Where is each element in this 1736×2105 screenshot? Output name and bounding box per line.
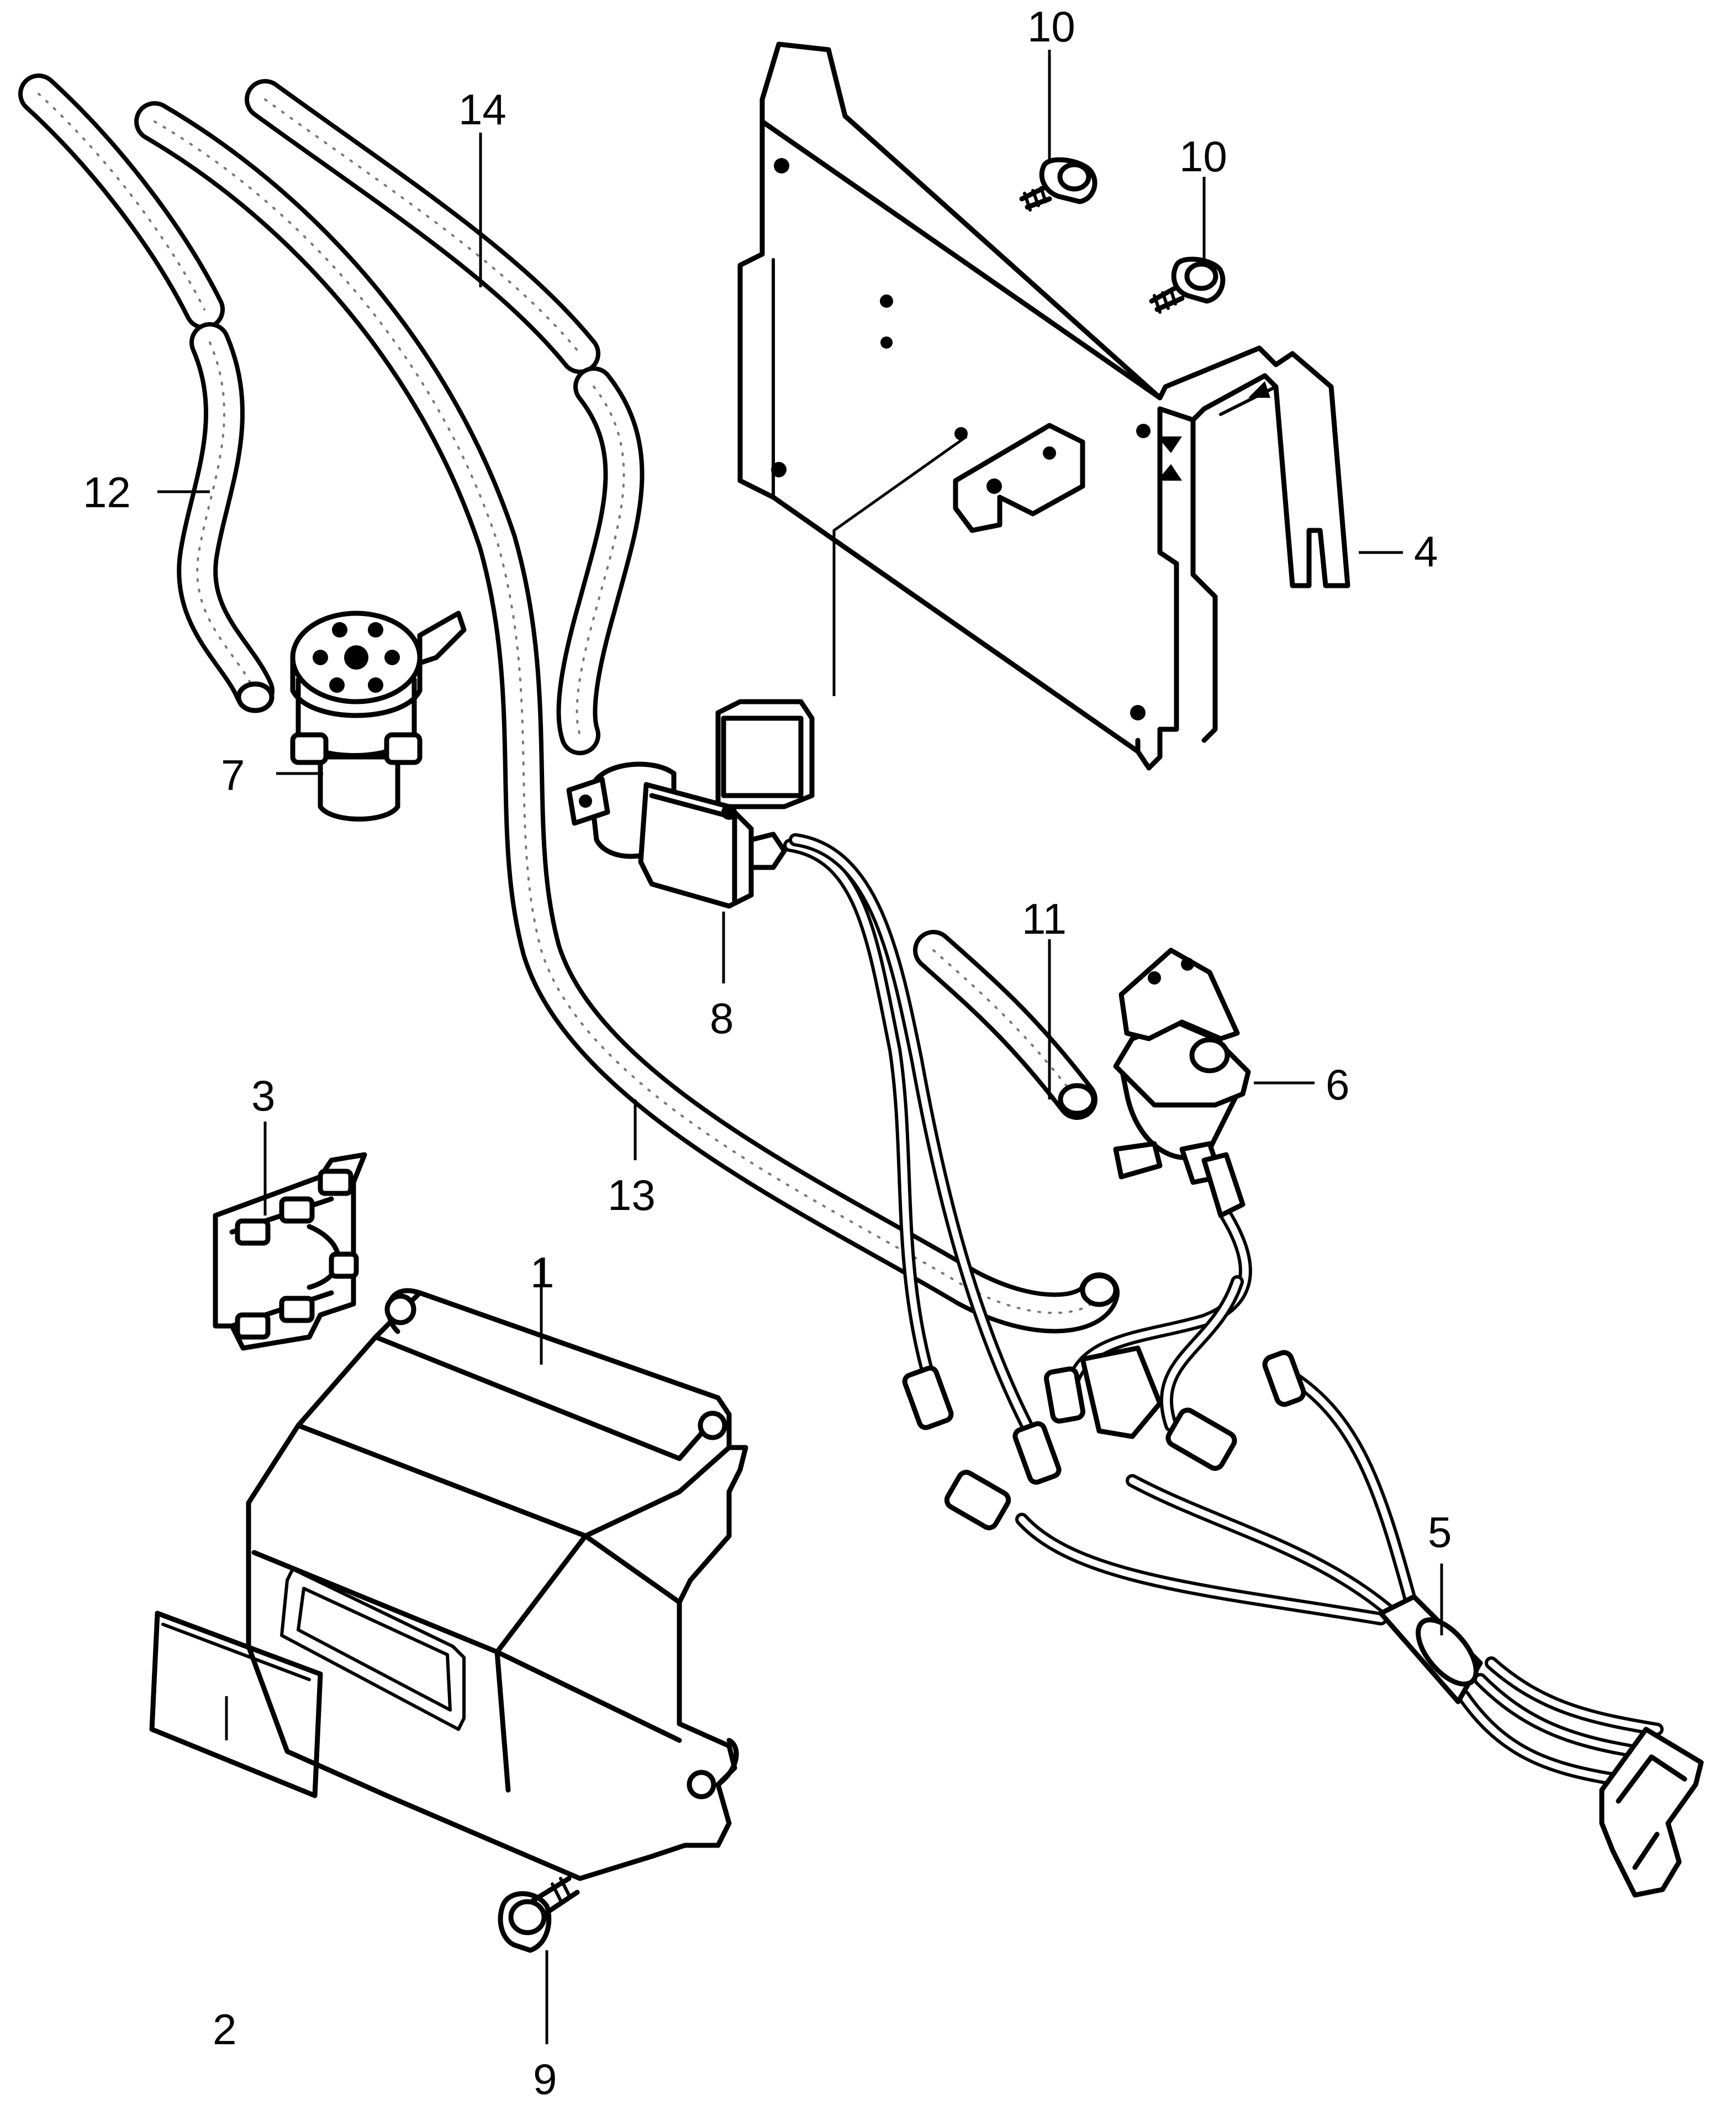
clip-3 <box>213 1152 367 1351</box>
solenoid-valve-8 <box>566 699 815 909</box>
screw-10-lower <box>1149 256 1226 314</box>
callout-8: 8 <box>710 994 734 1043</box>
callout-7: 7 <box>221 751 245 799</box>
hose-11 <box>913 930 1097 1120</box>
callout-1: 1 <box>530 1248 554 1297</box>
callout-5: 5 <box>1428 1508 1452 1556</box>
callout-3: 3 <box>251 1071 275 1120</box>
bracket-4 <box>737 41 1350 771</box>
callout-4: 4 <box>1414 527 1438 576</box>
callout-14: 14 <box>458 85 506 134</box>
wire-harness-5 <box>783 833 1704 1898</box>
callout-6: 6 <box>1326 1060 1349 1109</box>
hose-12 <box>18 73 275 713</box>
screw-10-upper <box>1019 157 1097 212</box>
callout-10-lower: 10 <box>1179 132 1227 181</box>
leader-lines <box>157 50 1443 2044</box>
check-valve-7 <box>290 611 467 822</box>
hose-14 <box>245 79 645 755</box>
callout-numbers: 1 2 3 4 5 6 7 8 9 10 10 11 12 13 14 <box>83 2 1452 2103</box>
callout-10-upper: 10 <box>1027 2 1075 51</box>
callout-2: 2 <box>213 2005 236 2054</box>
callout-9: 9 <box>533 2055 557 2103</box>
screw-9 <box>498 1876 580 1953</box>
callout-12: 12 <box>83 468 131 517</box>
callout-13: 13 <box>608 1171 656 1219</box>
label-2 <box>149 1611 323 1798</box>
callout-11: 11 <box>1022 894 1067 943</box>
thermo-valve-6 <box>1113 948 1251 1185</box>
control-unit-1 <box>246 1288 748 1881</box>
